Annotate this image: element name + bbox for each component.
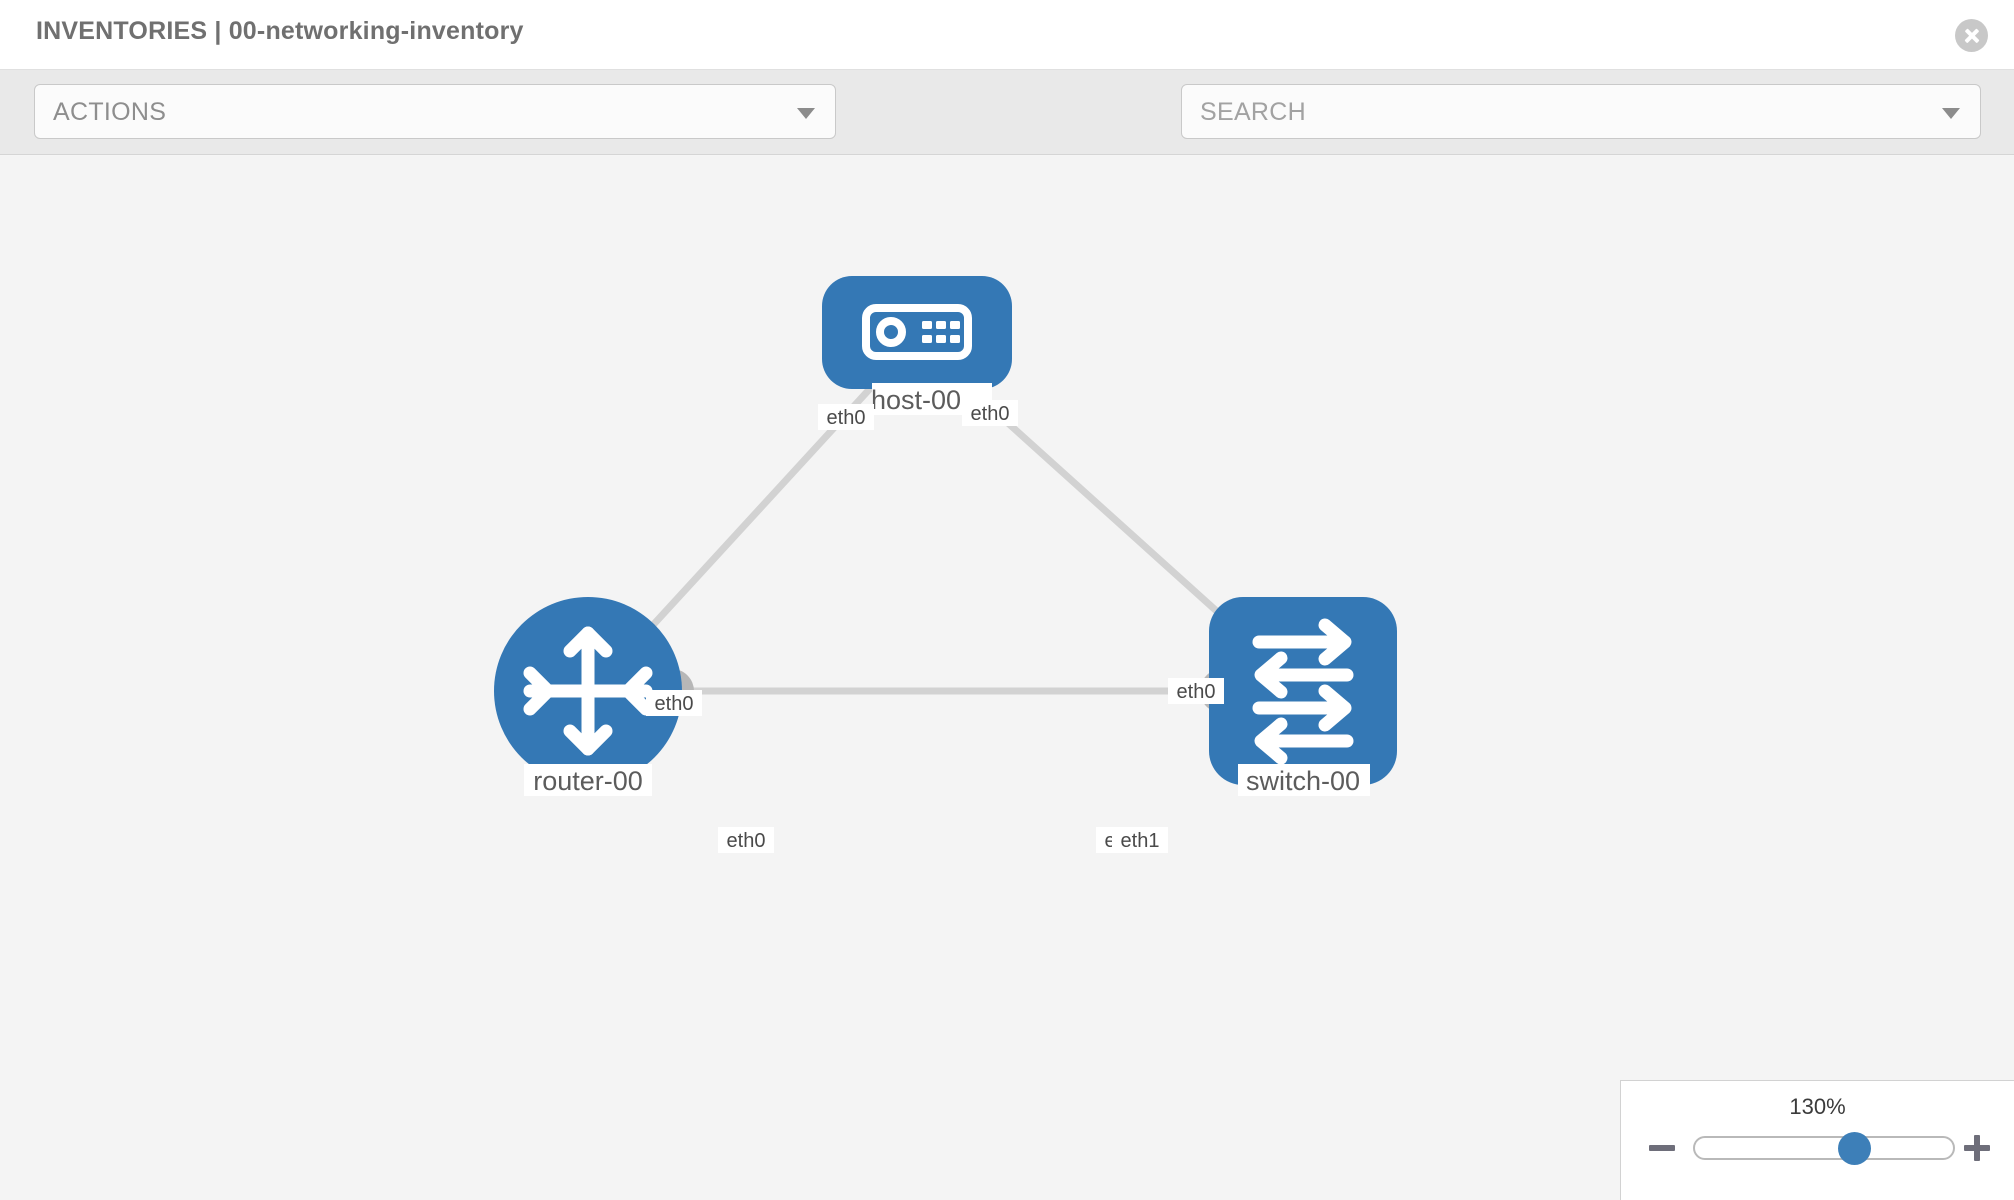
search-placeholder: SEARCH [1200, 98, 1306, 126]
topology-canvas[interactable]: host-00 router-00 [0, 156, 2014, 1200]
iface-label-router00-eth0: eth0 [718, 827, 774, 853]
iface-label-switch00-eth1: eth1 [1112, 827, 1168, 853]
server-icon [862, 304, 972, 360]
page-header: INVENTORIES | 00-networking-inventory [0, 0, 2014, 70]
actions-dropdown-label: ACTIONS [53, 98, 167, 126]
iface-label-text: eth0 [1177, 681, 1216, 703]
zoom-in-button[interactable] [1962, 1133, 1992, 1163]
iface-label-text: eth0 [827, 407, 866, 429]
toolbar: ACTIONS SEARCH [0, 70, 2014, 201]
iface-label-text: eth1 [1121, 830, 1160, 852]
close-icon[interactable] [1955, 19, 1988, 52]
node-host-00[interactable]: host-00 [822, 276, 1012, 415]
iface-label-text: eth0 [971, 403, 1010, 425]
page-title: INVENTORIES | 00-networking-inventory [36, 17, 524, 45]
search-input[interactable]: SEARCH [1181, 84, 1981, 139]
chevron-down-icon[interactable] [1942, 107, 1960, 119]
zoom-out-button[interactable] [1647, 1133, 1677, 1163]
chevron-down-icon [797, 107, 815, 119]
topology-graph: host-00 router-00 [494, 276, 1397, 853]
zoom-level-label: 130% [1789, 1094, 1846, 1119]
zoom-control-panel: 130% [1620, 1080, 2014, 1200]
zoom-slider-thumb[interactable] [1838, 1131, 1872, 1165]
switch-arrows-icon [1252, 618, 1354, 765]
actions-dropdown[interactable]: ACTIONS [34, 84, 836, 139]
iface-label-router00-uplink: eth0 [646, 690, 702, 716]
iface-label-host00-right: eth0 [962, 400, 1018, 426]
iface-label-text: eth0 [727, 830, 766, 852]
router-arrows-icon [523, 626, 653, 756]
node-label-host-00: host-00 [871, 385, 961, 415]
zoom-slider[interactable] [1693, 1131, 1955, 1165]
node-switch-00[interactable]: switch-00 [1209, 597, 1397, 796]
iface-label-host00-left: eth0 [818, 404, 874, 430]
iface-label-switch00-uplink: eth0 [1168, 678, 1224, 704]
topology-links [617, 366, 1275, 695]
node-label-router-00: router-00 [533, 766, 643, 796]
topology-interface-labels: eth0 eth0 eth0 eth0 eth0 [646, 400, 1224, 853]
node-label-switch-00: switch-00 [1246, 766, 1360, 796]
iface-label-text: eth0 [655, 693, 694, 715]
node-router-00[interactable]: router-00 [494, 597, 682, 796]
